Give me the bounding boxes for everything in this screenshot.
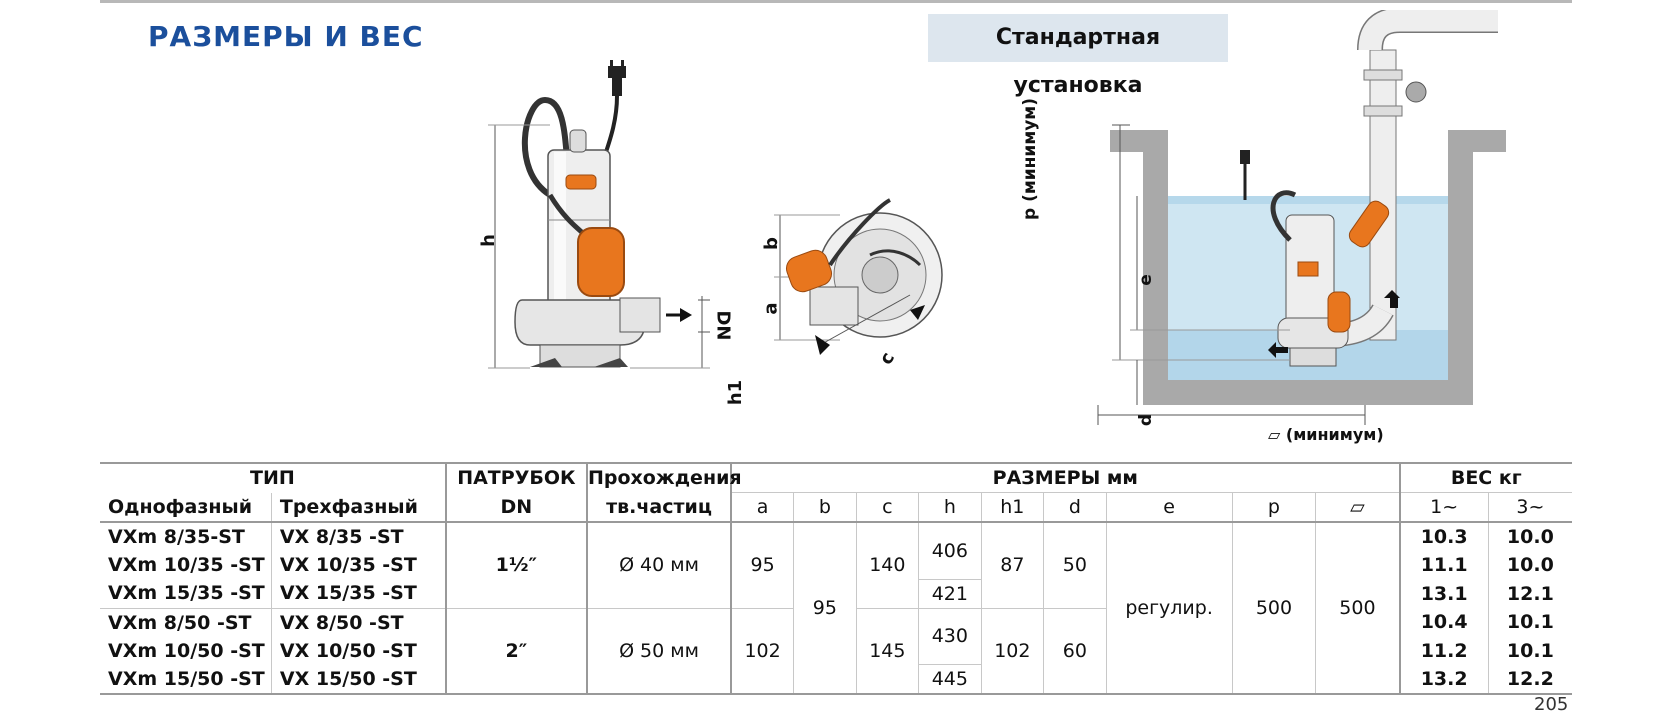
- dim-label-h1: h1: [725, 379, 747, 406]
- weight-1ph: 13.2: [1398, 664, 1489, 694]
- table-row: VXm 10/35 -ST VX 10/35 -ST 11.1 10.0: [100, 551, 1572, 579]
- model-three: VX 10/35 -ST: [270, 551, 446, 579]
- header-three-phase: Трехфазный: [270, 492, 446, 522]
- weight-1ph: 13.1: [1398, 579, 1489, 608]
- pass-value: Ø 50 мм: [585, 607, 732, 694]
- weight-1ph: 11.2: [1398, 636, 1489, 665]
- header-weight-1ph: 1~: [1398, 492, 1489, 522]
- header-row-1: ТИП ПАТРУБОК Прохождения РАЗМЕРЫ мм ВЕС …: [100, 462, 1572, 493]
- dim-h-value: 445: [918, 664, 982, 694]
- table-row: VXm 10/50 -ST VX 10/50 -ST 11.2 10.1: [100, 636, 1572, 665]
- dim-label-h: h: [477, 234, 499, 247]
- pump-top-view-drawing: [774, 198, 943, 355]
- top-rule: [100, 0, 1572, 3]
- page-number: 205: [1534, 694, 1569, 715]
- dim-c-value: 140: [855, 522, 919, 608]
- header-dim-width: ⏥: [1315, 492, 1400, 522]
- dim-b-value: 95: [793, 522, 857, 694]
- weight-3ph: 12.2: [1487, 664, 1572, 694]
- dim-d-value: 60: [1043, 607, 1107, 694]
- header-pass-1: Прохождения: [585, 462, 742, 493]
- header-dimensions: РАЗМЕРЫ мм: [730, 462, 1400, 493]
- header-dim-p: p: [1231, 492, 1316, 522]
- pump-side-view-drawing: [488, 60, 710, 369]
- model-three: VX 8/35 -ST: [270, 522, 446, 551]
- header-weight-3ph: 3~: [1487, 492, 1572, 522]
- section-title: РАЗМЕРЫ И ВЕС: [148, 20, 424, 53]
- dim-label-dn: DN: [712, 310, 734, 341]
- weight-1ph: 10.4: [1398, 608, 1489, 637]
- installation-drawing: [1097, 10, 1506, 425]
- model-single: VXm 8/35-ST: [108, 526, 245, 548]
- header-dim-h: h: [918, 492, 982, 522]
- weight-3ph: 10.1: [1487, 608, 1572, 637]
- pass-value: Ø 40 мм: [585, 522, 732, 608]
- install-title: Стандартная установка: [928, 14, 1228, 98]
- dim-width-value: 500: [1315, 522, 1400, 694]
- header-type: ТИП: [100, 462, 446, 493]
- header-pass-2: тв.частиц: [585, 492, 732, 522]
- weight-3ph: 10.0: [1487, 551, 1572, 579]
- dim-p-value: 500: [1231, 522, 1316, 694]
- model-three: VX 8/50 -ST: [270, 607, 446, 637]
- dim-label-width-min: ⏥ (минимум): [1268, 425, 1384, 444]
- dim-label-b: b: [760, 237, 782, 250]
- dim-e-value: регулир.: [1105, 522, 1233, 694]
- table-row: VXm 15/35 -ST VX 15/35 -ST 421 13.1 12.1: [100, 578, 1572, 608]
- dim-label-a: a: [760, 302, 782, 315]
- dim-h-value: 406: [918, 522, 982, 579]
- model-single: VXm 15/35 -ST: [108, 582, 265, 605]
- header-dim-h1: h1: [980, 492, 1044, 522]
- model-three: VX 15/35 -ST: [270, 579, 446, 608]
- header-dim-a: a: [730, 492, 794, 522]
- header-dim-c: c: [855, 492, 919, 522]
- model-single: VXm 15/50 -ST: [108, 667, 265, 690]
- model-three: VX 10/50 -ST: [270, 636, 446, 665]
- header-dim-b: b: [793, 492, 857, 522]
- model-single: VXm 8/50 -ST: [100, 607, 272, 637]
- header-dim-e: e: [1105, 492, 1233, 522]
- header-weight: ВЕС кг: [1398, 462, 1572, 493]
- dim-c-value: 145: [855, 607, 919, 694]
- header-row-2: Однофазный Трехфазный DN тв.частиц a b c…: [100, 492, 1572, 522]
- weight-3ph: 12.1: [1487, 579, 1572, 608]
- table-row: VXm 8/50 -ST VX 8/50 -ST 2″ Ø 50 мм 102 …: [100, 607, 1572, 694]
- dim-label-d: d: [1136, 413, 1157, 427]
- dim-label-e: e: [1135, 274, 1156, 286]
- dim-h1-value: 102: [980, 607, 1044, 694]
- weight-1ph: 11.1: [1398, 551, 1489, 579]
- weight-1ph: 10.3: [1398, 522, 1489, 551]
- dim-label-p-min: p (минимум): [1020, 98, 1040, 220]
- model-three: VX 15/50 -ST: [270, 664, 446, 694]
- dim-h1-value: 87: [980, 522, 1044, 608]
- dim-a-value: 102: [730, 607, 794, 694]
- dim-h-value: 421: [918, 578, 982, 608]
- header-dn-2: DN: [444, 492, 587, 522]
- model-single: VXm 10/35 -ST: [108, 554, 265, 576]
- dn-value: 2″: [444, 607, 587, 694]
- dimensions-weight-table: ТИП ПАТРУБОК Прохождения РАЗМЕРЫ мм ВЕС …: [100, 462, 1572, 695]
- dim-d-value: 50: [1043, 522, 1107, 608]
- dim-a-value: 95: [730, 522, 794, 608]
- header-dn-1: ПАТРУБОК: [444, 462, 587, 493]
- dn-value: 1½″: [444, 522, 587, 608]
- table-row: VXm 8/35-ST VX 8/35 -ST 1½″ Ø 40 мм 95 9…: [100, 522, 1572, 694]
- weight-3ph: 10.0: [1487, 522, 1572, 551]
- header-single-phase: Однофазный: [108, 495, 253, 518]
- dim-h-value: 430: [918, 607, 982, 665]
- model-single: VXm 10/50 -ST: [108, 639, 265, 662]
- weight-3ph: 10.1: [1487, 636, 1572, 665]
- header-dim-d: d: [1043, 492, 1107, 522]
